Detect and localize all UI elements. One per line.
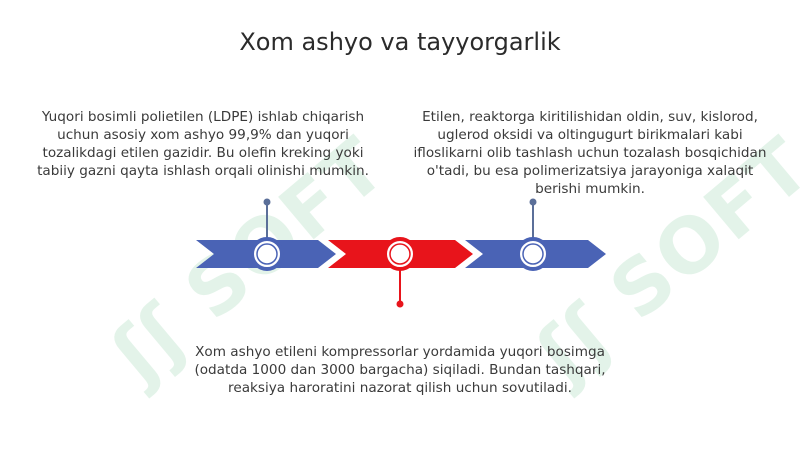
slide-title: Xom ashyo va tayyorgarlik: [239, 28, 561, 56]
step-3-milestone-inner: [522, 243, 544, 265]
step-2-text: Xom ashyo etileni kompressorlar yordamid…: [194, 344, 606, 396]
step-2-connector-dot: [396, 300, 404, 308]
step-3-connector-dot: [529, 198, 537, 206]
step-3-text: Etilen, reaktorga kiritilishidan oldin, …: [413, 109, 767, 197]
step-1-milestone-inner: [256, 243, 278, 265]
step-1-text: Yuqori bosimli polietilen (LDPE) ishlab …: [37, 109, 369, 179]
step-2-milestone-inner: [389, 243, 411, 265]
step-1-connector-dot: [263, 198, 271, 206]
